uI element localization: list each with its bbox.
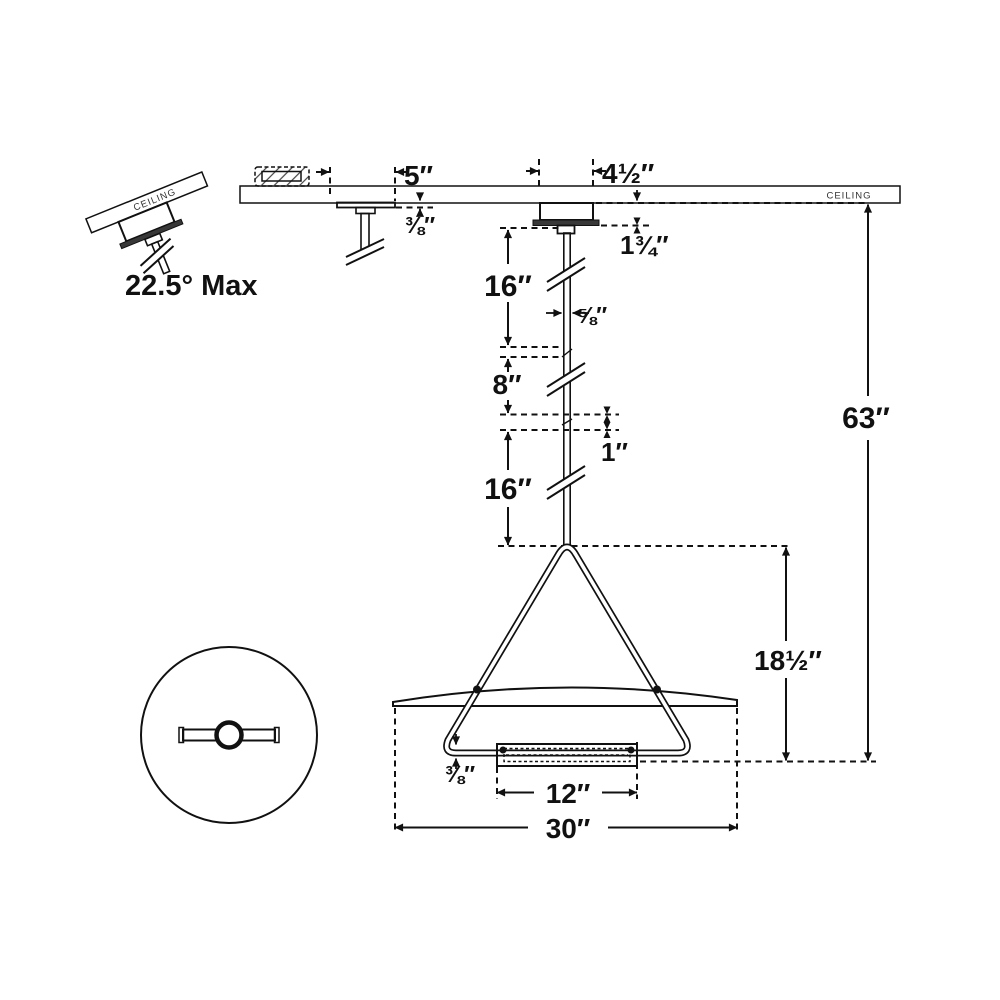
dim-canopy-detail-width: 5″ — [404, 160, 433, 191]
dim-shade-diameter: 30″ — [546, 813, 591, 844]
detail-rod-break-line — [345, 246, 385, 266]
dim-stem-coupler: 1″ — [601, 437, 628, 467]
hanging-rod — [546, 232, 586, 547]
junction-box-inner — [261, 170, 302, 182]
frame-shade-joint — [653, 685, 661, 694]
sloped-rod-break-line — [139, 237, 172, 267]
rod-joint-mark — [561, 418, 573, 426]
detail-rod — [360, 212, 370, 251]
dim-canopy-width: 4½″ — [602, 158, 654, 189]
rod-break — [546, 362, 586, 397]
junction-box-detail — [254, 166, 310, 187]
top-view-cross-bar — [241, 728, 276, 742]
detail-rod-break-line — [345, 238, 385, 258]
top-view-hub — [214, 720, 244, 750]
ceiling-label: CEILING — [826, 191, 871, 202]
dim-stem-lower: 16″ — [484, 473, 532, 506]
sloped-rod-break-line — [142, 245, 175, 274]
ceiling-label-bg — [821, 188, 878, 201]
dim-stem-mid: 8″ — [493, 369, 522, 400]
top-view-shade-outline — [140, 646, 318, 824]
dim-overall-height: 63″ — [842, 402, 890, 435]
frame-shade-joint — [473, 685, 481, 694]
frame-tube-inner — [444, 545, 690, 755]
light-bar-end-cap — [499, 746, 507, 754]
sloped-ceiling-detail: CEILING 22.5° Max — [84, 171, 258, 302]
light-bar-end-cap — [627, 746, 635, 754]
detail-rod-break-gap — [346, 239, 384, 265]
dim-stem-diameter: ⅝″ — [577, 302, 607, 328]
triangle-frame — [443, 543, 691, 757]
dim-canopy-detail-plate: ⅜″ — [405, 212, 435, 238]
bottom-dimensions: ⅜″ 12″ 30″ — [394, 708, 876, 844]
main-canopy: 4½″ 1¾″ — [526, 158, 669, 260]
overall-height-dimension: 63″ — [842, 204, 890, 761]
slope-max-label: 22.5° Max — [125, 270, 258, 302]
sloped-rod-break-gap — [140, 238, 174, 274]
light-bar-texture — [503, 747, 631, 763]
dim-canopy-height: 1¾″ — [620, 230, 669, 260]
dim-light-bar-width: 12″ — [546, 778, 591, 809]
fixture-height-dimension: 18½″ — [754, 547, 822, 761]
canopy-box — [539, 202, 594, 221]
canopy-detail-5in: 5″ ⅜″ — [316, 160, 435, 266]
rod-joint-mark — [561, 348, 573, 358]
ceiling-band — [239, 185, 901, 204]
dim-fixture-height: 18½″ — [754, 645, 822, 676]
dim-stem-upper: 16″ — [484, 270, 532, 303]
top-view — [140, 646, 318, 824]
stem-dimensions: 16″ ⅝″ 8″ 1″ 16″ — [484, 227, 789, 547]
shade-profile — [392, 686, 738, 707]
sloped-ceiling-label-bg — [126, 184, 183, 215]
light-bar — [496, 743, 638, 767]
top-view-cross-bar — [182, 728, 217, 742]
frame-tube-outer — [443, 543, 691, 757]
ceiling-strip: CEILING — [239, 185, 901, 204]
rod-break — [546, 465, 586, 500]
rod-break — [546, 257, 586, 292]
dim-frame-tube: ⅜″ — [445, 761, 475, 787]
